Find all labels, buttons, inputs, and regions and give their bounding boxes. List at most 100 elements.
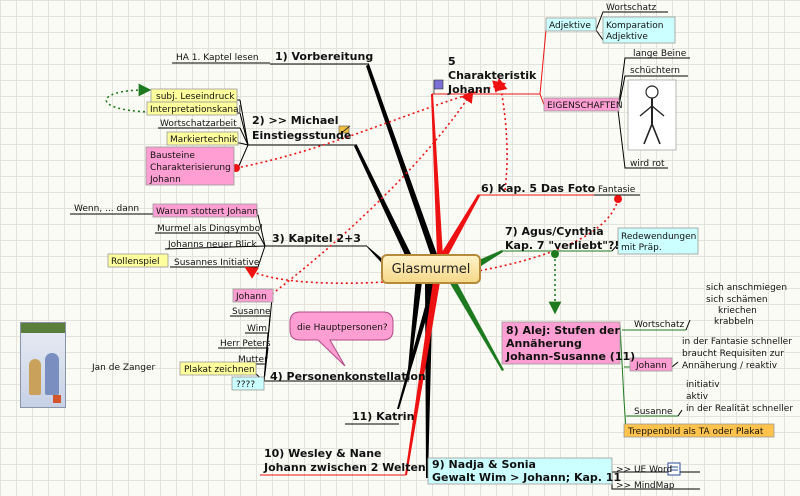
leaf-wortschatz5[interactable]: Wortschatz bbox=[606, 3, 656, 13]
komparation-box bbox=[602, 16, 676, 44]
leaf-johann8[interactable]: Johann bbox=[635, 361, 667, 371]
leaf-wim[interactable]: Wim bbox=[247, 324, 267, 334]
leaf-texts: HA 1. Kaptel lesen subj. Leseindruck Int… bbox=[74, 3, 793, 491]
leaf-murmel[interactable]: Murmel als Dingsymbol bbox=[157, 224, 263, 234]
word-document-icon[interactable] bbox=[667, 462, 681, 476]
johann-figure bbox=[627, 79, 677, 151]
leaf-komparation-line2[interactable]: Adjektive bbox=[606, 32, 648, 42]
leaf-adjektive[interactable]: Adjektive bbox=[549, 21, 591, 31]
branch-2-title-line2[interactable]: Einstiegsstunde bbox=[252, 129, 351, 142]
branch-2-title-line1[interactable]: 2) >> Michael bbox=[252, 114, 339, 127]
branch-5-title-line3[interactable]: Johann bbox=[447, 83, 491, 96]
leaf-blick-connector bbox=[164, 245, 266, 250]
leaf-markiertechnik[interactable]: Markiertechnik bbox=[170, 135, 238, 145]
adjektive-box bbox=[545, 17, 597, 32]
leaf-rede-connector bbox=[611, 243, 619, 252]
johann4-box bbox=[232, 288, 274, 303]
leaf-j2[interactable]: braucht Requisiten zur bbox=[682, 349, 784, 359]
branch-8-line bbox=[448, 277, 504, 371]
branch-5-title-line1[interactable]: 5 bbox=[448, 55, 456, 68]
leaf-wortschatz-connector bbox=[595, 11, 668, 31]
leaf-interpretationskanal[interactable]: Interpretationskanal bbox=[150, 105, 241, 115]
book-cover-figure-left bbox=[29, 359, 41, 395]
leaf-wird-rot[interactable]: wird rot bbox=[630, 159, 665, 169]
branch-8-title-line1[interactable]: 8) Alej: Stufen der bbox=[506, 324, 621, 337]
callout-text: die Hauptpersonen? bbox=[297, 323, 388, 333]
leaf-rollenspiel[interactable]: Rollenspiel bbox=[111, 257, 160, 267]
branch-7-title-line1[interactable]: 7) Agus/Cynthia bbox=[505, 225, 604, 238]
branch-11-title[interactable]: 11) Katrin bbox=[352, 410, 414, 423]
leaf-susanne-init[interactable]: Susannes Initiative bbox=[174, 258, 260, 268]
leaf-johann4[interactable]: Johann bbox=[235, 292, 267, 302]
leaf-wortschatzarbeit[interactable]: Wortschatzarbeit bbox=[160, 119, 237, 129]
relation-interpretation-to-leseeindruck bbox=[105, 83, 152, 113]
leaf-komparation-line1[interactable]: Komparation bbox=[606, 21, 663, 31]
branch-2-line bbox=[354, 145, 418, 268]
leaf-w1[interactable]: sich anschmiegen bbox=[706, 283, 787, 293]
leaf-wortschatz8[interactable]: Wortschatz bbox=[634, 320, 684, 330]
leaf-j3[interactable]: Annäherung / reaktiv bbox=[682, 361, 778, 371]
leaf-s3[interactable]: in der Realität schneller bbox=[686, 404, 793, 414]
leaf-plakat[interactable]: Plakat zeichnen bbox=[184, 365, 255, 375]
leaf-w3[interactable]: kriechen bbox=[718, 306, 757, 316]
branch-8-title-line3[interactable]: Johann-Susanne (11) bbox=[505, 350, 635, 363]
branch-8-spine bbox=[619, 324, 625, 401]
leaf-w2[interactable]: sich schämen bbox=[706, 295, 768, 305]
book-cover-tag bbox=[53, 395, 61, 403]
branch-1-title[interactable]: 1) Vorbereitung bbox=[275, 50, 373, 63]
leaf-wortschatz8-words-connector bbox=[685, 319, 691, 331]
leaf-adjektive-connector bbox=[539, 29, 596, 95]
leaf-herr-peters[interactable]: Herr Peters bbox=[220, 339, 271, 349]
book-author: Jan de Zanger bbox=[91, 363, 155, 373]
branch-9-title-line1[interactable]: 9) Nadja & Sonia bbox=[432, 458, 536, 471]
leaf-s1[interactable]: initiativ bbox=[686, 380, 720, 390]
leaf-susanne8[interactable]: Susanne bbox=[634, 407, 673, 417]
leaf-rede-line1[interactable]: Redewendungen bbox=[621, 232, 696, 242]
leaf-bausteine-line3[interactable]: Johann bbox=[149, 175, 181, 185]
leaf-mutter[interactable]: Mutter bbox=[238, 355, 268, 365]
leaf-schuechtern[interactable]: schüchtern bbox=[630, 66, 680, 76]
branch-7-title-line2[interactable]: Kap. 7 "verliebt"?! bbox=[505, 239, 619, 252]
leaf-susanne4[interactable]: Susanne bbox=[232, 307, 271, 317]
leaf-rede-line2[interactable]: mit Präp. bbox=[621, 243, 662, 253]
treppe-box bbox=[623, 423, 775, 438]
leaf-fantasie[interactable]: Fantasie bbox=[598, 185, 636, 195]
leaf-eigenschaften[interactable]: EIGENSCHAFTEN bbox=[547, 101, 623, 111]
branch-10-line bbox=[405, 281, 440, 475]
leaf-hausaufgabe[interactable]: HA 1. Kaptel lesen bbox=[176, 53, 259, 63]
callout-hauptpersonen bbox=[289, 311, 394, 367]
branch-6-title[interactable]: 6) Kap. 5 Das Foto bbox=[481, 182, 596, 195]
branch-3-title[interactable]: 3) Kapitel 2+3 bbox=[272, 232, 361, 245]
branch-9-title-line2[interactable]: Gewalt Wim > Johann; Kap. 11 bbox=[432, 471, 621, 484]
branch-10-title-line2[interactable]: Johann zwischen 2 Welten bbox=[263, 461, 426, 474]
leaf-fragen[interactable]: ???? bbox=[236, 380, 255, 390]
leaf-blick[interactable]: Johanns neuer Blick bbox=[167, 240, 258, 250]
leaf-lange-beine[interactable]: lange Beine bbox=[633, 49, 687, 59]
leaf-johann8-words-connector bbox=[671, 361, 679, 368]
leaf-warum[interactable]: Warum stottert Johann bbox=[156, 207, 258, 217]
branch-5-title-line2[interactable]: Charakteristik bbox=[448, 69, 537, 82]
branch-titles: 1) Vorbereitung 2) >> Michael Einstiegss… bbox=[252, 50, 635, 484]
leaf-s2[interactable]: aktiv bbox=[686, 392, 709, 402]
leaf-j1[interactable]: in der Fantasie schneller bbox=[682, 337, 792, 347]
book-cover-image bbox=[20, 322, 66, 408]
branch-4-title[interactable]: 4) Personenkonstellation bbox=[270, 370, 426, 383]
leaf-bausteine-line2[interactable]: Charakterisierung bbox=[150, 163, 231, 173]
leaf-treppe[interactable]: Treppenbild als TA oder Plakat bbox=[627, 427, 764, 437]
leaf-bausteine-line1[interactable]: Bausteine bbox=[150, 151, 195, 161]
branch-8-title-line2[interactable]: Annäherung bbox=[506, 337, 582, 350]
leaf-w4[interactable]: krabbeln bbox=[714, 317, 754, 327]
relation-johann-to-charakteristik bbox=[267, 89, 474, 298]
branch-10-title-line1[interactable]: 10) Wesley & Nane bbox=[264, 447, 382, 460]
leaf-ue-word[interactable]: >> UE Word bbox=[616, 465, 672, 475]
central-topic[interactable]: Glasmurmel bbox=[381, 254, 481, 284]
book-cover-band bbox=[21, 323, 65, 333]
johann8-box bbox=[629, 357, 673, 372]
leaf-wenn[interactable]: Wenn, ... dann bbox=[74, 204, 139, 214]
branch-lines bbox=[354, 64, 504, 478]
leaf-murmel-connector bbox=[155, 232, 266, 247]
rollenspiel-box bbox=[107, 253, 169, 268]
leaf-leseeindruck[interactable]: subj. Leseindruck bbox=[156, 92, 235, 102]
leaf-mindmap[interactable]: >> MindMap bbox=[616, 481, 675, 491]
